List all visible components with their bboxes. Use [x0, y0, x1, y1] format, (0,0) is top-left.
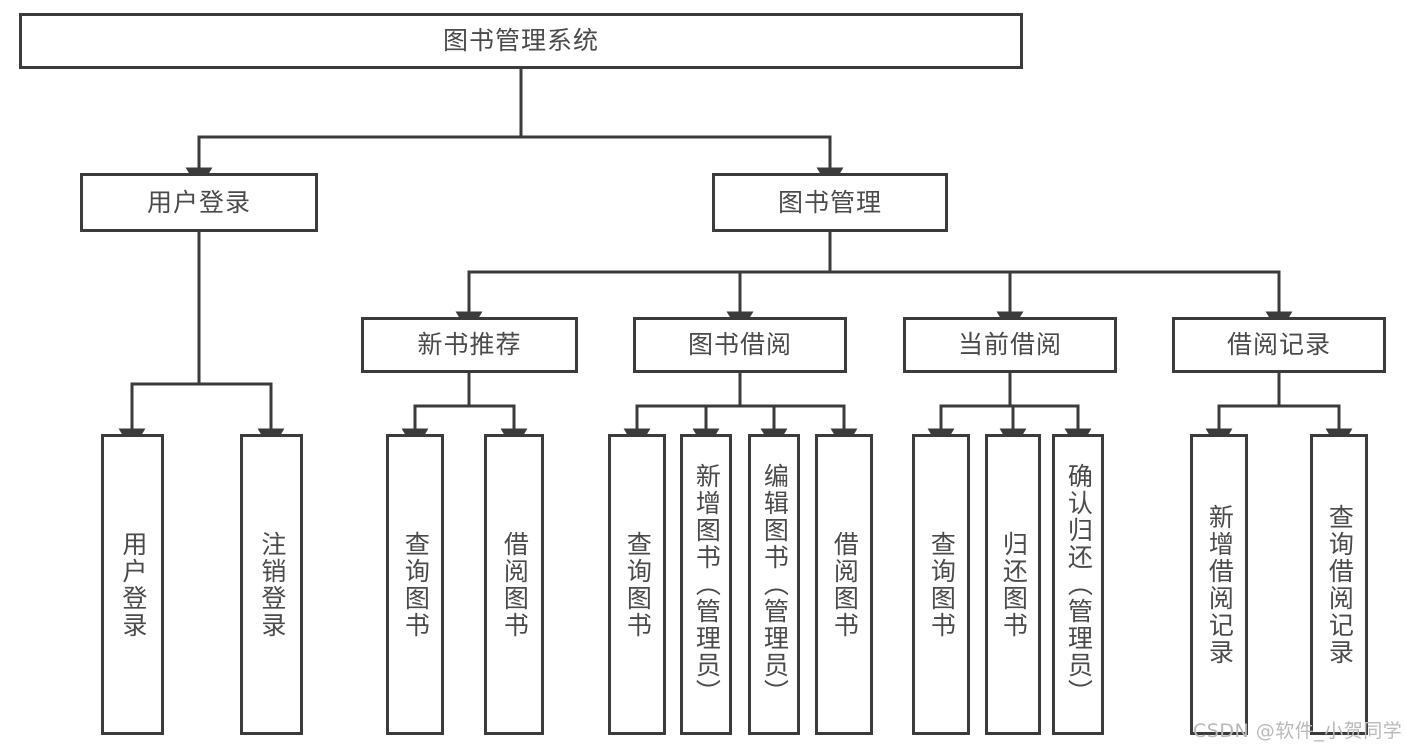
- edge-connector-6: [828, 232, 1024, 334]
- root-node-0[interactable]: 图书管理系统: [19, 13, 1023, 69]
- leaf-node-3[interactable]: 借阅图书: [484, 434, 544, 735]
- node-label: 借阅记录: [1226, 330, 1331, 360]
- level2-node-1[interactable]: 图书管理: [712, 173, 948, 232]
- node-label: 新书推荐: [417, 330, 522, 360]
- edge-connector-8: [401, 373, 471, 451]
- leaf-node-2[interactable]: 查询图书: [386, 434, 444, 735]
- node-label: 查询图书: [401, 530, 431, 639]
- leaf-node-8[interactable]: 查询图书: [912, 434, 970, 735]
- leaf-node-12[interactable]: 查询借阅记录: [1310, 434, 1368, 735]
- node-label: 用户登录: [118, 530, 148, 639]
- leaf-node-11[interactable]: 新增借阅记录: [1190, 434, 1248, 735]
- edge-connector-4: [455, 232, 832, 334]
- edge-connector-0: [185, 69, 523, 190]
- level3-node-2[interactable]: 当前借阅: [903, 317, 1117, 373]
- node-label: 新增借阅记录: [1205, 503, 1235, 666]
- node-label: 编辑图书（管理员）: [760, 463, 790, 706]
- node-label: 图书管理系统: [442, 26, 599, 56]
- leaf-node-5[interactable]: 新增图书（管理员）: [680, 434, 732, 735]
- edge-connector-16: [1008, 373, 1092, 451]
- level3-node-0[interactable]: 新书推荐: [361, 317, 578, 373]
- watermark-label: CSDN @软件_小贺同学: [1193, 720, 1403, 742]
- edge-connector-18: [1277, 373, 1353, 451]
- edge-connector-11: [692, 373, 742, 451]
- node-label: 确认归还（管理员）: [1064, 463, 1094, 706]
- edge-connector-7: [828, 232, 1293, 334]
- edge-connector-15: [999, 373, 1027, 451]
- node-label: 图书管理: [777, 187, 882, 217]
- leaf-node-1[interactable]: 注销登录: [240, 434, 303, 735]
- node-label: 新增图书（管理员）: [692, 463, 722, 706]
- edge-connector-3: [197, 232, 285, 451]
- edge-connector-1: [519, 69, 844, 190]
- leaf-node-4[interactable]: 查询图书: [608, 434, 666, 735]
- edge-connector-10: [623, 373, 742, 451]
- node-label: 借阅图书: [830, 530, 860, 639]
- level2-node-0[interactable]: 用户登录: [80, 173, 318, 232]
- level3-node-1[interactable]: 图书借阅: [633, 317, 847, 373]
- node-label: 注销登录: [257, 530, 287, 639]
- edge-connector-17: [1205, 373, 1281, 451]
- node-label: 归还图书: [999, 530, 1029, 639]
- edge-connector-12: [738, 373, 788, 451]
- level3-node-3[interactable]: 借阅记录: [1172, 317, 1386, 373]
- edge-connector-13: [738, 373, 858, 451]
- node-label: 查询图书: [623, 530, 653, 639]
- edge-connector-2: [118, 232, 201, 451]
- leaf-node-9[interactable]: 归还图书: [985, 434, 1041, 735]
- node-label: 用户登录: [146, 187, 251, 217]
- node-label: 查询借阅记录: [1325, 503, 1355, 666]
- leaf-node-6[interactable]: 编辑图书（管理员）: [748, 434, 800, 735]
- node-label: 当前借阅: [957, 330, 1062, 360]
- leaf-node-7[interactable]: 借阅图书: [815, 434, 873, 735]
- leaf-node-0[interactable]: 用户登录: [101, 434, 164, 735]
- node-label: 查询图书: [927, 530, 957, 639]
- edge-connector-9: [467, 373, 528, 451]
- node-label: 借阅图书: [500, 530, 530, 639]
- edge-paths: [118, 69, 1353, 451]
- node-label: 图书借阅: [687, 330, 792, 360]
- leaf-node-10[interactable]: 确认归还（管理员）: [1052, 434, 1104, 735]
- edge-connector-5: [726, 232, 832, 334]
- edge-connector-14: [927, 373, 1012, 451]
